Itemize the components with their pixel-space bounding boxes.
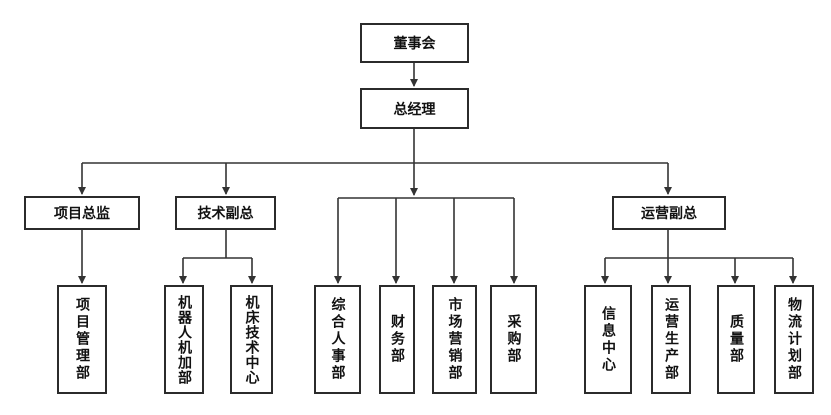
node-jqrjgb-label: 机器人机加部 [176, 294, 192, 385]
node-cwb-label: 财务部 [389, 314, 405, 365]
node-jcjszx: 机床技术中心 [230, 285, 273, 394]
node-zhrsb-label: 综合人事部 [329, 297, 346, 382]
node-xxzx-label: 信息中心 [600, 305, 616, 374]
node-wljhb: 物流计划部 [774, 285, 814, 394]
node-yyscb: 运营生产部 [651, 285, 691, 394]
node-cgb-label: 采购部 [505, 314, 522, 365]
node-scyxb-label: 市场营销部 [446, 297, 463, 382]
node-yyfz: 运营副总 [612, 196, 726, 230]
node-jsfz-label: 技术副总 [197, 206, 254, 222]
node-cwb: 财务部 [379, 285, 415, 394]
node-xxzx: 信息中心 [584, 285, 632, 394]
node-zlb-label: 质量部 [728, 314, 744, 365]
node-jsfz: 技术副总 [175, 196, 276, 230]
node-jcjszx-label: 机床技术中心 [243, 294, 260, 385]
node-yyscb-label: 运营生产部 [663, 297, 679, 382]
node-zhrsb: 综合人事部 [314, 285, 361, 394]
node-yyfz-label: 运营副总 [641, 206, 697, 222]
node-zlb: 质量部 [717, 285, 755, 394]
node-root: 董事会 [360, 23, 469, 63]
node-gm: 总经理 [360, 88, 469, 129]
node-xmglb: 项目管理部 [57, 285, 107, 394]
node-wljhb-label: 物流计划部 [786, 297, 802, 382]
node-scyxb: 市场营销部 [432, 285, 477, 394]
node-xmzj-label: 项目总监 [54, 206, 110, 222]
node-gm-label: 总经理 [393, 101, 436, 118]
node-root-label: 董事会 [393, 36, 436, 52]
node-cgb: 采购部 [490, 285, 537, 394]
node-xmglb-label: 项目管理部 [74, 297, 90, 382]
node-xmzj: 项目总监 [24, 196, 140, 230]
node-jqrjgb: 机器人机加部 [164, 285, 204, 394]
